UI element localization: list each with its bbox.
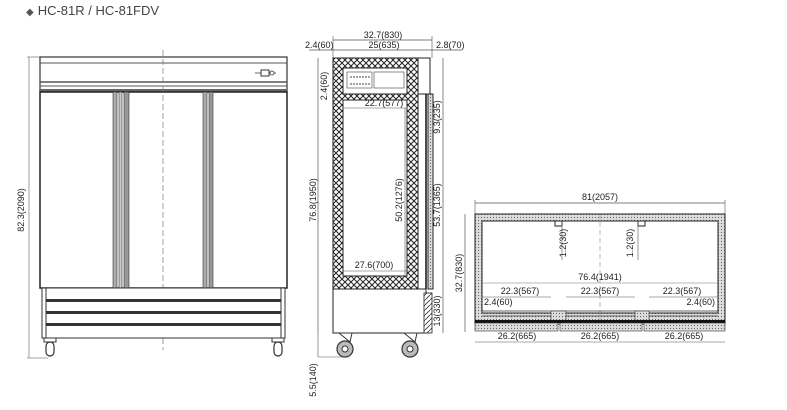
controller-icon — [255, 69, 276, 77]
front-caster-left — [43, 337, 57, 357]
side-top-insulation: 2.4(60) — [319, 72, 329, 101]
front-caster-right — [271, 337, 285, 357]
side-door-height: 53.7(1365) — [432, 183, 442, 227]
side-caster-left — [336, 332, 354, 358]
model-title-text: HC-81R / HC-81FDV — [37, 3, 160, 18]
side-caster-height: 5.5(140) — [308, 363, 318, 397]
front-height-label: 82.3(2090) — [16, 188, 26, 232]
side-cabinet-height: 76.8(1950) — [308, 178, 318, 222]
side-upper-right-height: 9.3(235) — [432, 100, 442, 134]
top-door-2: 26.2(665) — [581, 331, 620, 341]
top-depth: 32.7(830) — [454, 254, 464, 293]
top-opening-1: 22.3(567) — [501, 286, 540, 296]
diamond-bullet-icon: ◆ — [26, 7, 34, 18]
side-inner-top-width: 25(635) — [368, 40, 399, 50]
model-title: ◆HC-81R / HC-81FDV — [26, 3, 159, 18]
top-opening-3: 22.3(567) — [663, 286, 702, 296]
top-view: 81(2057) 32.7(830) 1.2(30) 1.2(30) 76.4(… — [454, 192, 726, 343]
side-overall-depth: 32.7(830) — [364, 30, 403, 40]
top-door-3: 26.2(665) — [665, 331, 704, 341]
door-handle-1 — [112, 91, 130, 289]
top-mullion-2: 1.2(30) — [625, 229, 635, 258]
top-wall-right: 2.4(60) — [686, 297, 715, 307]
top-inner-width: 76.4(1941) — [578, 272, 622, 282]
top-door-1: 26.2(665) — [498, 331, 537, 341]
top-wall-left: 2.4(60) — [484, 297, 513, 307]
top-opening-2: 22.3(567) — [581, 286, 620, 296]
side-door-thickness: 2.8(70) — [436, 40, 465, 50]
top-overall-width: 81(2057) — [582, 192, 618, 202]
front-view: 82.3(2090) — [16, 50, 288, 359]
side-caster-right — [401, 332, 419, 358]
side-view: 32.7(830) 2.4(60) 25(635) 2.8(70) 76.8(1… — [305, 30, 465, 397]
side-left-offset: 2.4(60) — [305, 40, 334, 50]
side-base-height: 13(330) — [432, 295, 442, 326]
side-inner-compartment-width: 22.7(577) — [365, 98, 404, 108]
top-mullion-1: 1.2(30) — [558, 229, 568, 258]
side-inner-bottom-width: 27.6(700) — [355, 260, 394, 270]
side-inner-height: 50.2(1276) — [394, 178, 404, 222]
